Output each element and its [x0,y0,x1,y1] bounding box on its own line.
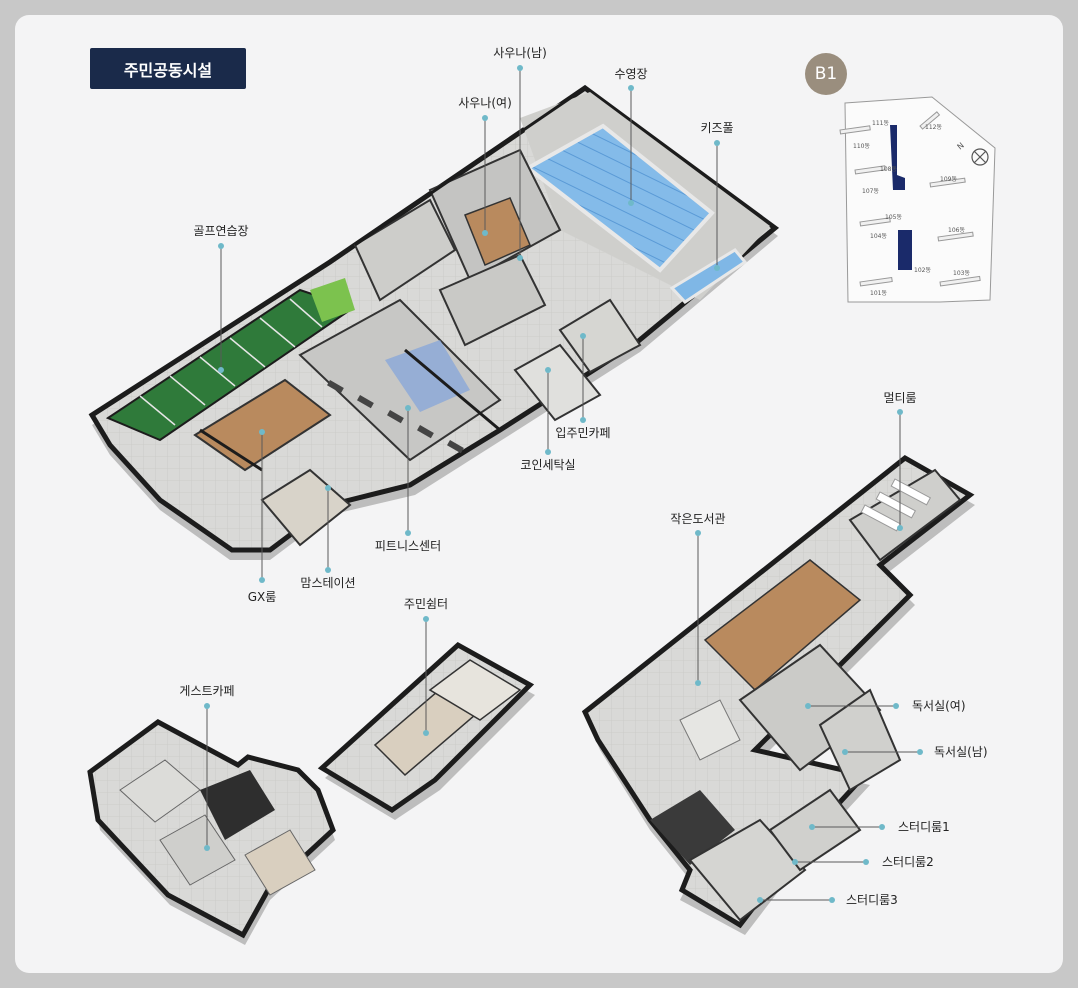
keymap-building-label: 104동 [870,233,887,240]
label-study-room-2: 스터디룸2 [882,855,934,869]
section-title-badge: 주민공동시설 [90,48,246,89]
label-guest-cafe: 게스트카페 [179,684,235,698]
keymap-building-label: 112동 [925,124,942,131]
label-reading-room-women: 독서실(여) [912,699,966,713]
kids-pool-water [669,248,748,304]
upper-complex [88,84,780,560]
keymap-building-label: 109동 [940,176,957,183]
keymap-building-label: 108동 [880,166,897,173]
label-sauna-women: 사우나(여) [458,96,512,110]
svg-text:N: N [956,141,966,152]
label-kids-pool: 키즈풀 [700,121,734,135]
label-study-room-1: 스터디룸1 [898,820,950,834]
keymap-building-label: 101동 [870,290,887,297]
label-moms-station: 맘스테이션 [300,576,356,590]
keymap-building-label: 103동 [953,270,970,277]
label-study-room-3: 스터디룸3 [846,893,898,907]
label-resident-cafe: 입주민카페 [555,426,611,440]
site-keymap: N [839,96,996,303]
keymap-building-label: 107동 [862,188,879,195]
label-gx-room: GX룸 [247,590,277,604]
label-coin-laundry: 코인세탁실 [520,458,576,472]
pin-dots [204,65,923,903]
label-sauna-men: 사우나(남) [493,46,547,60]
level-badge: B1 [805,53,847,95]
keymap-building-label: 105동 [885,214,902,221]
label-golf-range: 골프연습장 [193,224,249,238]
leader-lines [206,68,920,901]
label-multi-room: 멀티룸 [883,391,917,405]
pool-water [524,123,715,273]
label-fitness-center: 피트니스센터 [374,539,442,553]
label-reading-room-men: 독서실(남) [934,745,988,759]
keymap-building-label: 111동 [872,120,889,127]
compass-icon [971,148,989,166]
label-small-library: 작은도서관 [670,512,726,526]
keymap-building-label: 102동 [914,267,931,274]
label-pool: 수영장 [614,67,648,81]
label-resident-shelter: 주민쉼터 [403,597,449,611]
keymap-building-label: 110동 [853,143,870,150]
guest-cafe-block [87,719,336,945]
keymap-building-label: 106동 [948,227,965,234]
